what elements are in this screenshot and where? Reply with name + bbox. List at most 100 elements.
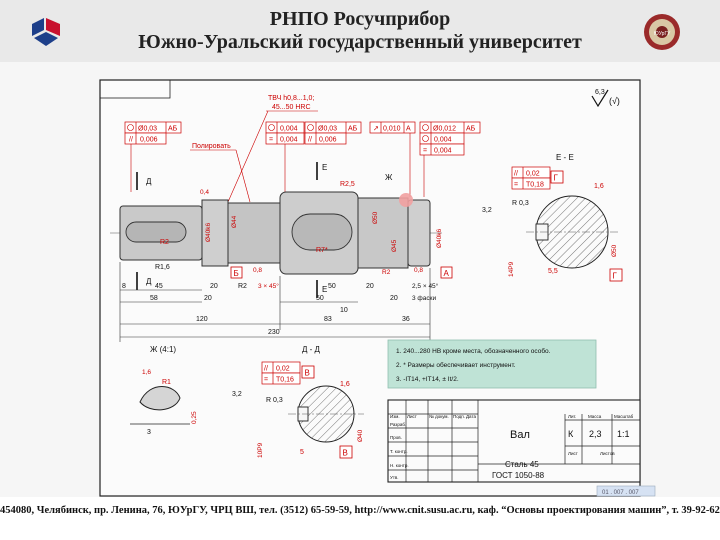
roughness-icon bbox=[591, 89, 609, 108]
svg-text:R1,6: R1,6 bbox=[155, 264, 170, 271]
svg-text:120: 120 bbox=[196, 316, 208, 323]
svg-text:Е: Е bbox=[322, 163, 327, 172]
svg-text://: // bbox=[308, 137, 312, 144]
svg-text:R2: R2 bbox=[382, 269, 391, 276]
svg-text:0,004: 0,004 bbox=[434, 148, 452, 155]
svg-text:Листов: Листов bbox=[600, 451, 615, 456]
section-ee: Е - Е // 0,02 = Т0,18 Г R 0,3 3,2 1,6 14… bbox=[482, 153, 623, 282]
svg-text:АБ: АБ bbox=[168, 126, 178, 133]
rnpo-logo-icon bbox=[28, 14, 64, 55]
svg-text:R7*: R7* bbox=[316, 247, 328, 254]
header-banner: РНПО Росучприбор Южно-Уральский государс… bbox=[0, 0, 720, 65]
svg-text:230: 230 bbox=[268, 329, 280, 336]
svg-text:2. * Размеры обеспечивает инст: 2. * Размеры обеспечивает инструмент. bbox=[396, 361, 516, 369]
tolerance-frame-1: Ø0,03 АБ // 0,006 bbox=[124, 121, 182, 192]
svg-text:Б: Б bbox=[234, 269, 239, 278]
svg-text:Ж (4:1): Ж (4:1) bbox=[150, 345, 176, 354]
svg-text:3. -IT14, +IT14, ± It/2.: 3. -IT14, +IT14, ± It/2. bbox=[396, 376, 459, 383]
svg-text:Т0,16: Т0,16 bbox=[276, 377, 294, 384]
svg-text://: // bbox=[514, 171, 518, 178]
svg-text:=: = bbox=[264, 377, 268, 384]
svg-text:0,010: 0,010 bbox=[383, 126, 401, 133]
svg-text:R1: R1 bbox=[162, 379, 171, 386]
shaft-main-view bbox=[110, 191, 445, 275]
svg-text:В: В bbox=[343, 449, 348, 458]
svg-text://: // bbox=[264, 366, 268, 373]
svg-text:Т. контр.: Т. контр. bbox=[390, 449, 408, 454]
svg-text:Ø50: Ø50 bbox=[611, 244, 618, 257]
svg-text:5: 5 bbox=[300, 449, 304, 456]
svg-text:АБ: АБ bbox=[348, 126, 358, 133]
polish-note: Полировать bbox=[192, 143, 231, 150]
svg-text:А: А bbox=[444, 269, 450, 278]
svg-text:10: 10 bbox=[340, 307, 348, 314]
material-name: Сталь 45 bbox=[505, 460, 539, 469]
svg-text:14P9: 14P9 bbox=[508, 261, 515, 277]
svg-text:Ø0,012: Ø0,012 bbox=[433, 126, 456, 133]
svg-text:Д: Д bbox=[146, 177, 152, 186]
svg-text:Г: Г bbox=[554, 174, 559, 183]
svg-text:8: 8 bbox=[122, 283, 126, 290]
svg-text:Ø50: Ø50 bbox=[372, 211, 379, 224]
svg-text:=: = bbox=[423, 148, 427, 155]
svg-text:Масса: Масса bbox=[588, 414, 602, 419]
footer-contact: 454080, Челябинск, пр. Ленина, 76, ЮУрГУ… bbox=[0, 505, 720, 516]
drawing-stamp: 01 . 007 . 007 bbox=[602, 490, 639, 496]
svg-text:Д - Д: Д - Д bbox=[302, 345, 321, 354]
hardness-note-2: 45...50 HRC bbox=[272, 104, 311, 111]
header-title: РНПО Росучприбор bbox=[269, 8, 451, 30]
svg-text:А: А bbox=[406, 126, 411, 133]
svg-text:Ж: Ж bbox=[385, 173, 393, 182]
emblem-text: ЮУрГУ bbox=[654, 31, 671, 37]
svg-text:1,6: 1,6 bbox=[142, 369, 151, 376]
svg-text:Г: Г bbox=[613, 272, 618, 281]
svg-text:Подп.: Подп. bbox=[453, 414, 465, 419]
tolerance-frame-3: ↗ 0,010 А bbox=[369, 121, 416, 197]
svg-text:Е: Е bbox=[322, 285, 327, 294]
section-dd: Д - Д // 0,02 = Т0,16 В R 0,3 3,2 1,6 10… bbox=[232, 345, 364, 459]
svg-text:50: 50 bbox=[316, 295, 324, 302]
svg-text:Лист: Лист bbox=[407, 414, 417, 419]
svg-text:R 0,3: R 0,3 bbox=[266, 397, 283, 404]
svg-text:R2,5: R2,5 bbox=[340, 181, 355, 188]
svg-text:83: 83 bbox=[324, 316, 332, 323]
tolerance-frame-4: Ø0,012 АБ 0,004 = 0,004 bbox=[419, 121, 481, 197]
technical-notes: 1. 240...280 НВ кроме места, обозначенно… bbox=[387, 339, 597, 389]
svg-text:Н. контр.: Н. контр. bbox=[390, 463, 409, 468]
svg-text:Е - Е: Е - Е bbox=[556, 153, 574, 162]
svg-text:20: 20 bbox=[366, 283, 374, 290]
shaft-drawing: 6,3 (√) ТВЧ h0,8...1,0; 45...50 HRC Поли… bbox=[99, 79, 656, 497]
svg-text:1,6: 1,6 bbox=[594, 183, 604, 190]
svg-text:10P9: 10P9 bbox=[257, 442, 264, 458]
svg-text:Разраб.: Разраб. bbox=[390, 422, 406, 427]
svg-text:0,25: 0,25 bbox=[191, 411, 198, 424]
header-subtitle: Южно-Уральский государственный университ… bbox=[138, 31, 582, 53]
svg-text:0,004: 0,004 bbox=[280, 137, 298, 144]
svg-text:0,006: 0,006 bbox=[319, 137, 337, 144]
svg-text:Ø40: Ø40 bbox=[357, 429, 364, 442]
svg-text:1:1: 1:1 bbox=[617, 429, 630, 439]
svg-text:3,2: 3,2 bbox=[232, 391, 242, 398]
svg-text:3,2: 3,2 bbox=[482, 207, 492, 214]
svg-text:К: К bbox=[568, 429, 574, 439]
svg-text:Ø0,03: Ø0,03 bbox=[138, 126, 157, 133]
frame-corner-box bbox=[99, 79, 171, 99]
svg-text:Лит.: Лит. bbox=[568, 414, 576, 419]
svg-text:R2: R2 bbox=[160, 239, 169, 246]
svg-text:↗: ↗ bbox=[373, 126, 379, 133]
svg-text:20: 20 bbox=[390, 295, 398, 302]
svg-text:Пров.: Пров. bbox=[390, 435, 402, 440]
svg-text:36: 36 bbox=[402, 316, 410, 323]
detail-zh-marker-icon bbox=[399, 193, 413, 207]
svg-text:Лист: Лист bbox=[568, 451, 578, 456]
svg-text:0,8: 0,8 bbox=[253, 267, 262, 274]
svg-text:=: = bbox=[514, 182, 518, 189]
svg-text:Т0,18: Т0,18 bbox=[526, 182, 544, 189]
title-block bbox=[387, 399, 641, 483]
svg-text:Изм.: Изм. bbox=[390, 414, 400, 419]
svg-text:50: 50 bbox=[328, 283, 336, 290]
hardness-note-1: ТВЧ h0,8...1,0; bbox=[268, 95, 314, 102]
tolerance-frame-2: 0,004 = 0,004 Ø0,03 АБ // 0,006 bbox=[265, 121, 362, 197]
svg-text:1,6: 1,6 bbox=[340, 381, 350, 388]
dimension-lines bbox=[119, 262, 431, 342]
